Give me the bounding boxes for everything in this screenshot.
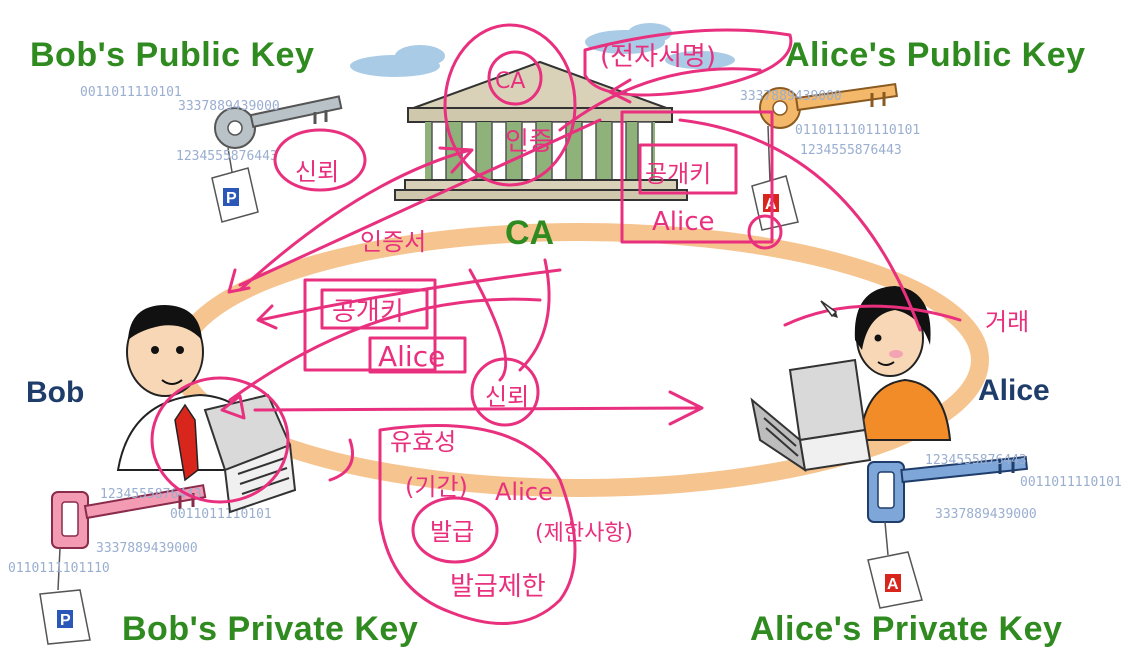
annotation-transaction: 거래 — [985, 308, 1029, 336]
bit-line: 1234555876443 — [176, 149, 278, 164]
bob-private-key-icon — [51, 484, 207, 549]
annotation-arrowhead — [256, 304, 278, 330]
annotation-stroke — [328, 438, 354, 482]
bit-line: 3337889439000 — [935, 507, 1037, 522]
annotation-arrow-to-alice — [253, 406, 702, 412]
alice-computer-icon — [750, 358, 872, 473]
annotation-issuer: 발급 — [430, 518, 474, 546]
annotation-signature: (전자서명) — [600, 42, 716, 72]
annotation-ca-text: CA — [495, 69, 525, 94]
annotation-circle-ca-inner — [487, 50, 543, 106]
annotation-alice-small: Alice — [652, 207, 715, 237]
annotation-cert-ok: 인증 — [505, 127, 553, 157]
bit-line: 0110111101110101 — [795, 123, 920, 138]
annotation-circle-ca — [443, 23, 577, 187]
pencil-cursor-icon — [818, 298, 840, 320]
annotation-pubkey-text: 공개키 — [332, 297, 404, 327]
alice-private-key-icon — [867, 455, 1029, 523]
annotation-arrowhead — [668, 390, 704, 426]
annotation-arrowhead — [438, 146, 474, 174]
annotation-limit-note: (제한사항) — [535, 521, 633, 546]
annotation-stroke — [228, 297, 542, 402]
annotation-circle-tag — [747, 214, 783, 250]
bob-private-tag-letter: P — [60, 612, 71, 629]
annotation-arrow-left — [258, 268, 562, 322]
alice-label: Alice — [978, 374, 1050, 407]
annotation-alice-text: Alice — [378, 340, 445, 373]
annotation-box-key — [638, 143, 738, 195]
alice-private-key-label: Alice's Private Key — [750, 610, 1063, 648]
annotation-circle-trust — [273, 128, 367, 192]
bit-line: 0011011110101 — [1020, 475, 1122, 490]
handwritten-annotations — [150, 23, 962, 626]
bob-computer-icon — [203, 393, 297, 514]
annotation-issue-limit: 발급제한 — [450, 572, 546, 602]
annotation-box-alice — [368, 336, 467, 374]
ca-label: CA — [505, 214, 555, 252]
alice-public-key-label: Alice's Public Key — [785, 36, 1086, 74]
bob-private-bits: 1234555876443 0011011110101 333788943900… — [8, 487, 272, 576]
bob-public-tag-icon: P — [211, 147, 259, 223]
annotation-trust-mid: 신뢰 — [485, 383, 529, 411]
annotation-line-cert — [238, 118, 602, 287]
alice-private-bits: 1234555876443 0011011110101 333788943900… — [925, 453, 1122, 522]
bob-public-bits: 0011011110101 3337889439000 123455587644… — [80, 85, 280, 164]
pencil-icon — [820, 300, 838, 318]
annotation-cert: 인증서 — [360, 228, 426, 256]
bit-line: 0011011110101 — [170, 507, 272, 522]
bit-line: 1234555876443 — [800, 143, 902, 158]
annotation-box-cert — [620, 110, 774, 244]
annotation-arrow-up — [238, 148, 472, 292]
bit-line: 1234555876443 — [100, 487, 202, 502]
annotation-trust-left: 신뢰 — [295, 158, 339, 186]
annotation-curve-right — [678, 118, 922, 332]
annotation-blob-details — [378, 424, 577, 626]
alice-public-key-icon — [759, 83, 898, 129]
annotation-public-key-box-text: 공개키 — [645, 160, 711, 188]
annotation-validity: 유효성 — [390, 428, 456, 456]
bit-line: 1234555876443 — [925, 453, 1027, 468]
annotation-arrowhead — [227, 268, 251, 294]
bob-public-tag-letter: P — [226, 190, 237, 207]
bit-line: 0011011110101 — [80, 85, 182, 100]
annotation-curve-top — [558, 67, 762, 132]
annotation-issuer-alice: Alice — [495, 478, 553, 506]
annotation-line-deal — [783, 304, 962, 327]
alice-private-tag-letter: A — [887, 576, 899, 593]
annotation-stroke — [468, 268, 508, 382]
alice-public-bits: 3337889439000 0110111101110101 123455587… — [740, 89, 920, 158]
alice-private-tag-icon: A — [867, 521, 923, 609]
bit-line: 3337889439000 — [178, 99, 280, 114]
bit-line: 3337889439000 — [96, 541, 198, 556]
annotation-arrowhead — [220, 394, 246, 420]
bob-public-key-icon — [214, 95, 343, 149]
annotation-circle-issuer — [411, 496, 499, 564]
bit-line: 3337889439000 — [740, 89, 842, 104]
annotation-period: (기간) — [405, 473, 468, 501]
bob-private-tag-icon: P — [39, 547, 91, 645]
bob-private-key-label: Bob's Private Key — [122, 610, 419, 648]
annotation-circle-bob-pc — [150, 376, 290, 504]
annotation-stroke — [518, 258, 551, 372]
alice-figure-icon — [854, 286, 952, 441]
bob-public-key-label: Bob's Public Key — [30, 36, 315, 74]
bit-line: 0110111101110 — [8, 561, 110, 576]
annotation-arrowhead — [608, 78, 632, 104]
bob-label: Bob — [26, 376, 85, 409]
